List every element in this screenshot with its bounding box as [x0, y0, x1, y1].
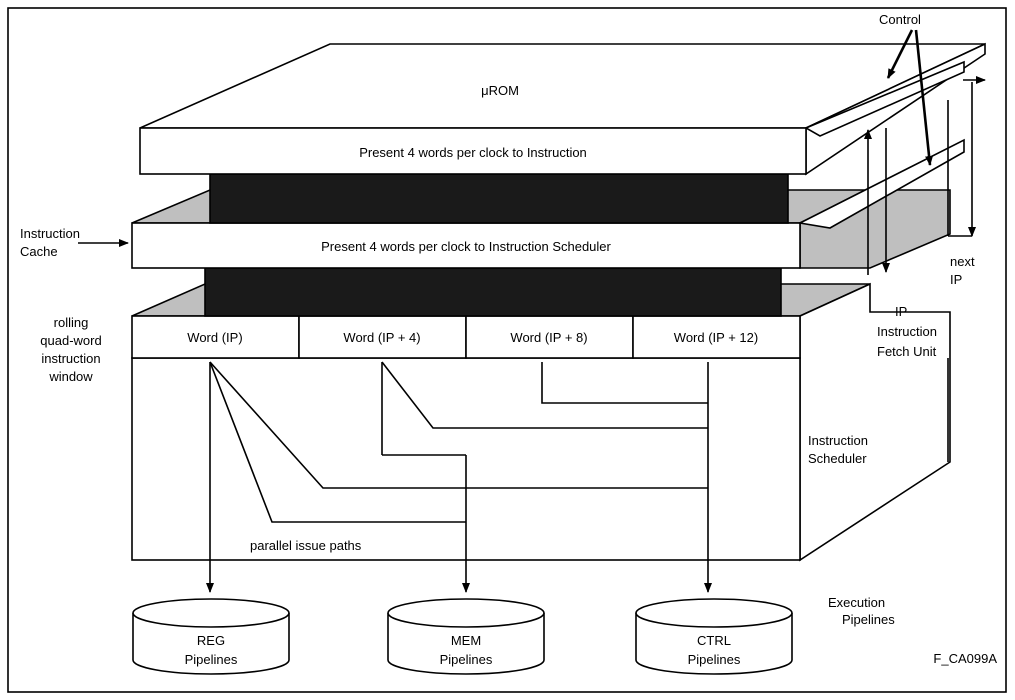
control-arrow	[886, 29, 914, 79]
fetch-unit-line1: IP	[895, 304, 907, 319]
word-cell	[298, 315, 467, 359]
next-ip-line2: IP	[950, 272, 962, 287]
word-ip-label: Word (IP)	[187, 330, 242, 345]
rolling-label-line3: instruction	[41, 351, 100, 366]
scheduler-label-line1: Instruction	[808, 433, 868, 448]
rolling-label-line4: window	[48, 369, 93, 384]
word-ip8-label: Word (IP + 8)	[510, 330, 587, 345]
control-rail-upper	[804, 60, 965, 137]
instruction-cache-box	[131, 222, 801, 269]
figure-border	[7, 7, 1007, 693]
word-window: Word (IP) Word (IP + 4) Word (IP + 8) Wo…	[131, 315, 801, 359]
urom-front-face	[139, 127, 807, 175]
reg-pipeline: REG Pipelines	[132, 598, 290, 675]
cache-label-line1: Instruction	[20, 226, 80, 241]
word-ip12-label: Word (IP + 12)	[674, 330, 758, 345]
scheduler-label-line2: Scheduler	[808, 451, 867, 466]
issue-paths	[206, 361, 712, 593]
fetch-unit-line2: Instruction	[877, 324, 937, 339]
issue-path	[209, 361, 466, 523]
word-cell	[632, 315, 801, 359]
cache-label-line2: Cache	[20, 244, 58, 259]
control-rail-lower	[797, 138, 965, 229]
word-ip4-label: Word (IP + 4)	[343, 330, 420, 345]
mem-pipeline-line2: Pipelines	[440, 652, 493, 667]
issue-path	[541, 362, 708, 404]
reg-pipeline-line1: REG	[197, 633, 225, 648]
word-cell	[131, 315, 300, 359]
urom-output-bus	[209, 173, 789, 224]
rolling-label-line2: quad-word	[40, 333, 101, 348]
execution-label-line1: Execution	[828, 595, 885, 610]
ctrl-pipeline-line2: Pipelines	[688, 652, 741, 667]
figure-id: F_CA099A	[933, 651, 997, 666]
reg-pipeline-line2: Pipelines	[185, 652, 238, 667]
urom-present-text: Present 4 words per clock to Instruction	[359, 145, 587, 160]
parallel-issue-label: parallel issue paths	[250, 538, 362, 553]
cache-output-bus	[204, 267, 782, 317]
cache-present-text: Present 4 words per clock to Instruction…	[321, 239, 611, 254]
ctrl-pipeline: CTRL Pipelines	[635, 598, 793, 675]
mem-pipeline: MEM Pipelines	[387, 598, 545, 675]
fetch-unit-line3: Fetch Unit	[877, 344, 937, 359]
control-label: Control	[879, 12, 921, 27]
ctrl-pipeline-line1: CTRL	[697, 633, 731, 648]
next-ip-line1: next	[950, 254, 975, 269]
rolling-label-line1: rolling	[54, 315, 89, 330]
urom-label: μROM	[481, 83, 519, 98]
issue-path	[381, 361, 708, 429]
execution-label-line2: Pipelines	[842, 612, 895, 627]
mem-pipeline-line1: MEM	[451, 633, 481, 648]
issue-path	[209, 361, 708, 489]
control-arrow	[914, 29, 934, 166]
